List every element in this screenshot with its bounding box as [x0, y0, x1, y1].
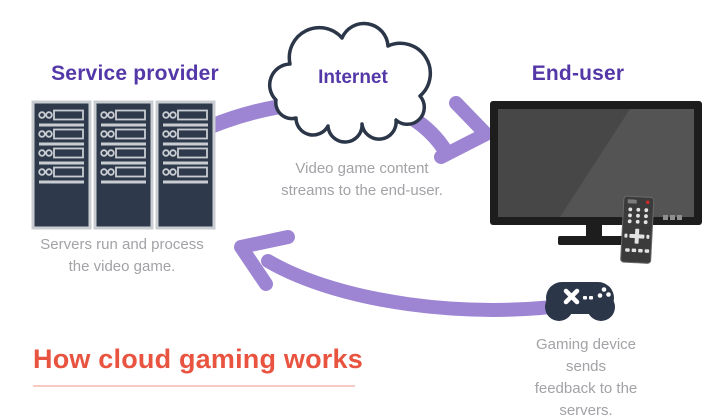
arrow-forward-head	[434, 96, 493, 164]
internet-label: Internet	[318, 67, 388, 88]
remote-control-icon	[620, 195, 655, 264]
server-rack-icon	[31, 100, 216, 230]
page-title: How cloud gaming works	[33, 344, 363, 374]
tv-icon	[490, 101, 702, 245]
stream-caption: Video game content streams to the end-us…	[281, 160, 443, 199]
gamepad-icon	[545, 282, 615, 321]
arrow-feedback	[234, 230, 582, 317]
feedback-caption: Gaming device sends feedback to the serv…	[534, 336, 638, 416]
servers-caption: Servers run and process the video game.	[40, 236, 204, 275]
service-provider-label: Service provider	[51, 62, 219, 85]
end-user-label: End-user	[531, 62, 625, 85]
cloud-icon	[267, 21, 433, 144]
title-underline	[33, 385, 355, 387]
